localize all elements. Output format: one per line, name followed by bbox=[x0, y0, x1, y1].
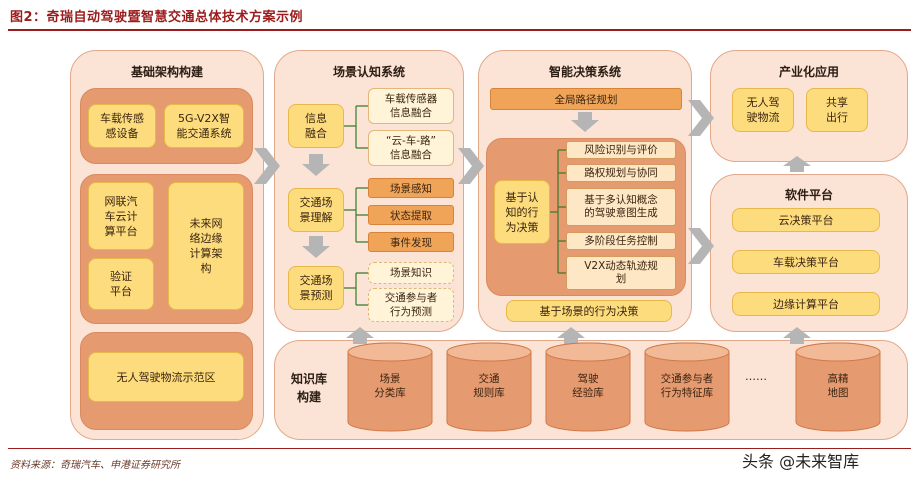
event-discovery-box: 事件发现 bbox=[368, 232, 454, 252]
state-extraction-box: 状态提取 bbox=[368, 205, 454, 225]
chevron-right-icon bbox=[254, 148, 280, 184]
chevron-right-icon bbox=[688, 100, 714, 136]
title-rule bbox=[8, 29, 911, 31]
footer-rule bbox=[8, 448, 911, 449]
scene-knowledge-box: 场景知识 bbox=[368, 262, 454, 284]
unmanned-logistics-box: 无人驾 驶物流 bbox=[732, 88, 794, 132]
info-fusion-box: 信息 融合 bbox=[288, 104, 344, 148]
database-label: 高精 地图 bbox=[827, 373, 849, 399]
database-label: 驾驶 经验库 bbox=[572, 373, 604, 399]
scene-understanding-box: 交通场 景理解 bbox=[288, 188, 344, 232]
edge-compute-box: 未来网 络边缘 计算架 构 bbox=[168, 182, 244, 310]
scene-prediction-box: 交通场 景预测 bbox=[288, 266, 344, 310]
arrow-down-icon bbox=[571, 112, 599, 132]
database-icon bbox=[446, 342, 532, 432]
database-icon bbox=[795, 342, 881, 432]
edge-compute-platform-box: 边缘计算平台 bbox=[732, 292, 880, 316]
verify-platform-box: 验证 平台 bbox=[88, 258, 154, 310]
source-note: 资料来源：奇瑞汽车、申港证券研究所 bbox=[10, 460, 180, 471]
cognition-decision-box: 基于认 知的行 为决策 bbox=[494, 180, 550, 244]
chevron-right-icon bbox=[458, 148, 484, 184]
database-label: 场景 分类库 bbox=[374, 373, 406, 399]
industrial-title: 产业化应用 bbox=[778, 65, 839, 79]
database-label: 交通 规则库 bbox=[473, 373, 505, 399]
arrow-down-icon bbox=[302, 236, 330, 258]
onboard-decision-box: 车载决策平台 bbox=[732, 250, 880, 274]
sensor-fusion-box: 车载传感器 信息融合 bbox=[368, 88, 454, 124]
database-icon bbox=[347, 342, 433, 432]
arrow-up-icon bbox=[557, 327, 585, 344]
cloud-road-fusion-box: “云-车-路” 信息融合 bbox=[368, 130, 454, 166]
watermark: 头条 @未来智库 bbox=[742, 452, 860, 471]
prediction-connector bbox=[344, 272, 368, 306]
knowledge-title: 知识库 构建 bbox=[290, 372, 327, 404]
arrow-down-icon bbox=[302, 154, 330, 176]
vehicle-sensor-box: 车载传感 感设备 bbox=[88, 104, 156, 148]
global-planning-box: 全局路径规划 bbox=[490, 88, 682, 110]
multi-stage-control-box: 多阶段任务控制 bbox=[566, 232, 676, 250]
database-icon bbox=[644, 342, 730, 432]
arrow-up-icon bbox=[346, 327, 374, 344]
understanding-connector bbox=[344, 187, 368, 243]
participant-prediction-box: 交通参与者 行为预测 bbox=[368, 288, 454, 322]
database-ellipsis: …… bbox=[745, 370, 767, 383]
v2x-system-box: 5G-V2X智 能交通系统 bbox=[164, 104, 244, 148]
risk-eval-box: 风险识别与评价 bbox=[566, 141, 676, 159]
database-label: 交通参与者 行为特征库 bbox=[660, 373, 714, 399]
figure-title: 图2：奇瑞自动驾驶暨智慧交通总体技术方案示例 bbox=[10, 10, 304, 25]
cloud-platform-box: 网联汽 车云计 算平台 bbox=[88, 182, 154, 250]
right-of-way-box: 路权规划与协同 bbox=[566, 164, 676, 182]
chevron-right-icon bbox=[688, 228, 714, 264]
scene-decision-box: 基于场景的行为决策 bbox=[506, 300, 672, 322]
v2x-trajectory-box: V2X动态轨迹规 划 bbox=[566, 256, 676, 290]
decision-connector bbox=[550, 149, 566, 274]
database-icon bbox=[545, 342, 631, 432]
software-title: 软件平台 bbox=[784, 188, 833, 202]
shared-mobility-box: 共享 出行 bbox=[806, 88, 868, 132]
infrastructure-title: 基础架构构建 bbox=[130, 65, 203, 79]
demo-zone-box: 无人驾驶物流示范区 bbox=[88, 352, 244, 402]
fusion-connector bbox=[344, 105, 368, 149]
arrow-up-icon bbox=[783, 156, 811, 172]
intent-generation-box: 基于多认知概念 的驾驶意图生成 bbox=[566, 188, 676, 226]
arrow-up-icon bbox=[783, 327, 811, 344]
perception-title: 场景认知系统 bbox=[332, 65, 405, 79]
cloud-decision-box: 云决策平台 bbox=[732, 208, 880, 232]
decision-title: 智能决策系统 bbox=[548, 65, 621, 79]
scene-sensing-box: 场景感知 bbox=[368, 178, 454, 198]
